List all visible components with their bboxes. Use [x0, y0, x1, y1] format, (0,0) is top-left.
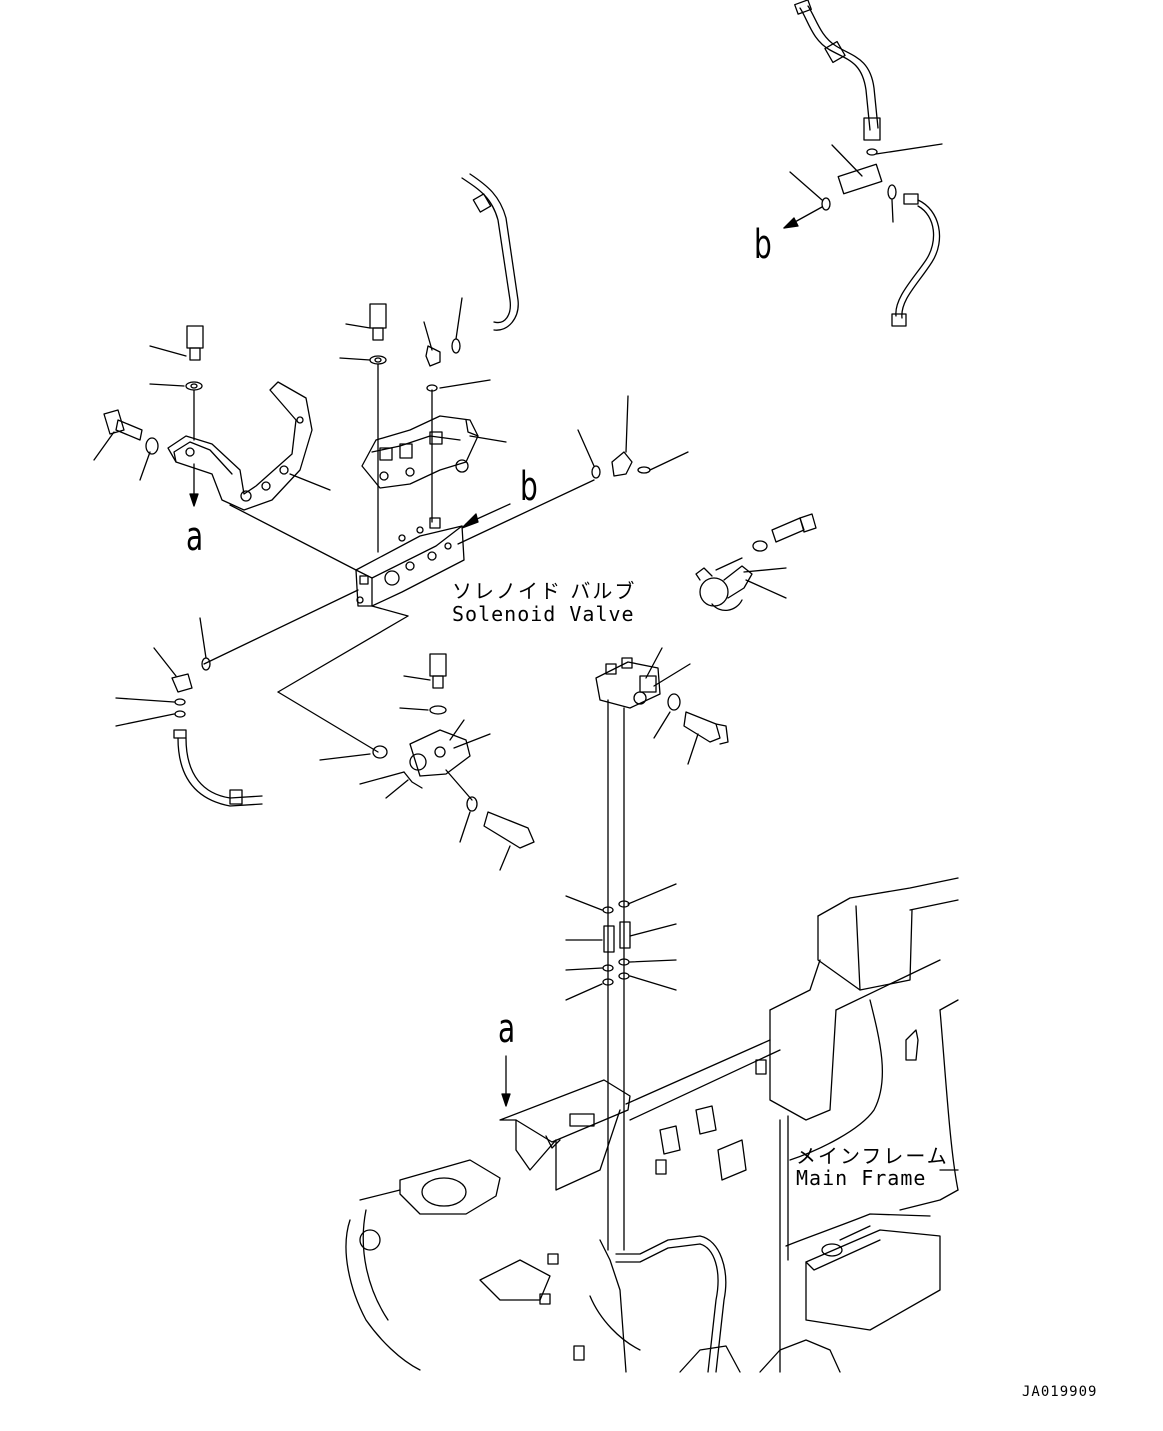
left-bracket-group [94, 326, 330, 510]
left-hose [116, 618, 262, 806]
main-frame-label-jp: メインフレーム [796, 1144, 949, 1168]
drawing-code: JA019909 [1022, 1384, 1098, 1400]
center-upper-parts [340, 304, 506, 488]
right-center-valve [566, 648, 728, 1250]
main-frame [346, 878, 958, 1372]
callout-a-lower: a [498, 1006, 516, 1052]
upper-hose [452, 174, 518, 353]
main-frame-label-en: Main Frame [796, 1166, 927, 1190]
callout-b-middle: b [520, 464, 539, 510]
callout-b-upper: b [754, 222, 773, 268]
solenoid-valve-label-en: Solenoid Valve [452, 602, 635, 626]
lower-center-bracket [320, 654, 534, 870]
top-hose-assembly [784, 0, 942, 326]
solenoid-valve-label-jp: ソレノイド バルブ [452, 579, 637, 603]
solenoid-valve-block [204, 364, 594, 752]
callout-a-upper: a [186, 514, 204, 560]
right-fittings [578, 396, 816, 610]
